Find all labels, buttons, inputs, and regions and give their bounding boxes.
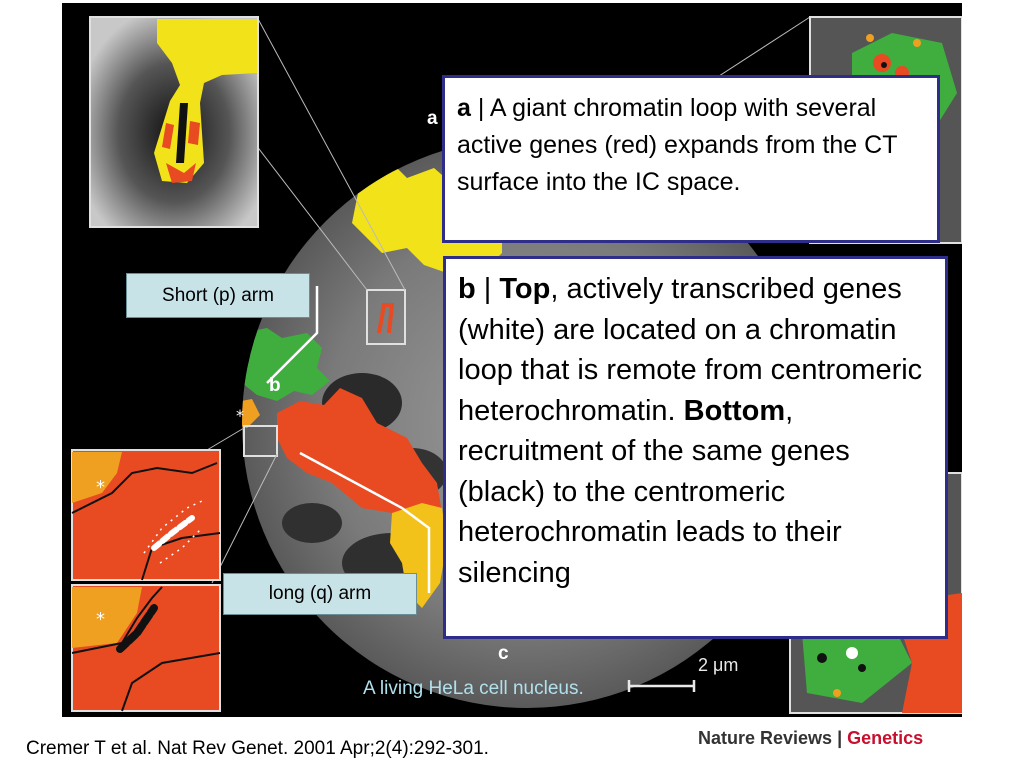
journal-logo: Nature Reviews | Genetics — [698, 728, 923, 749]
chromatin-territory-green — [242, 328, 330, 401]
inset-b-top: * — [71, 449, 221, 581]
inset-b-bottom: * — [71, 584, 221, 712]
long-arm-pointer — [299, 451, 431, 593]
callout-b-separator: | — [475, 273, 500, 305]
citation: Cremer T et al. Nat Rev Genet. 2001 Apr;… — [26, 738, 489, 759]
long-arm-label: long (q) arm — [223, 573, 417, 615]
dark-region — [282, 503, 342, 543]
inset-a — [89, 16, 259, 228]
nucleus-caption: A living HeLa cell nucleus. — [363, 678, 584, 699]
chromatin-territory-red — [277, 388, 442, 523]
panel-letter-b: b — [269, 375, 281, 396]
panel-letter-c: c — [498, 643, 509, 664]
short-arm-pointer — [266, 286, 319, 384]
loop-mini — [377, 303, 395, 334]
highlight-box-b — [243, 425, 278, 457]
callout-b-letter: b — [458, 273, 476, 305]
callout-b-bottom-label: Bottom — [683, 394, 786, 427]
connector-line — [211, 453, 278, 584]
callout-a-text: A giant chromatin loop with several acti… — [457, 94, 898, 196]
connector-line — [256, 16, 406, 291]
callout-b-bottom-text: , recruitment of the same genes (black) … — [458, 394, 850, 589]
journal-separator: | — [832, 728, 848, 748]
chromatin-territory-yellow-bottom — [390, 503, 447, 608]
connector-line — [206, 427, 245, 451]
asterisk-icon: * — [236, 406, 244, 425]
scale-bar-label: 2 μm — [698, 655, 739, 675]
panel-letter-a: a — [427, 108, 438, 129]
short-arm-label: Short (p) arm — [126, 273, 310, 318]
highlight-box-a — [366, 289, 406, 345]
callout-a: a | A giant chromatin loop with several … — [442, 75, 940, 243]
chromatin-region-orange — [242, 399, 260, 428]
scale-bar — [627, 680, 696, 692]
callout-a-separator: | — [470, 94, 490, 122]
callout-b-top-label: Top — [499, 273, 551, 305]
callout-b-top-text: , actively transcribed genes (white) are… — [458, 273, 923, 427]
callout-a-letter: a — [457, 94, 471, 122]
journal-section: Genetics — [847, 728, 924, 748]
journal-name: Nature Reviews — [698, 728, 833, 748]
callout-b: b | Top, actively transcribed genes (whi… — [443, 256, 948, 639]
svg-text:*: * — [96, 477, 105, 498]
svg-text:*: * — [96, 609, 105, 630]
